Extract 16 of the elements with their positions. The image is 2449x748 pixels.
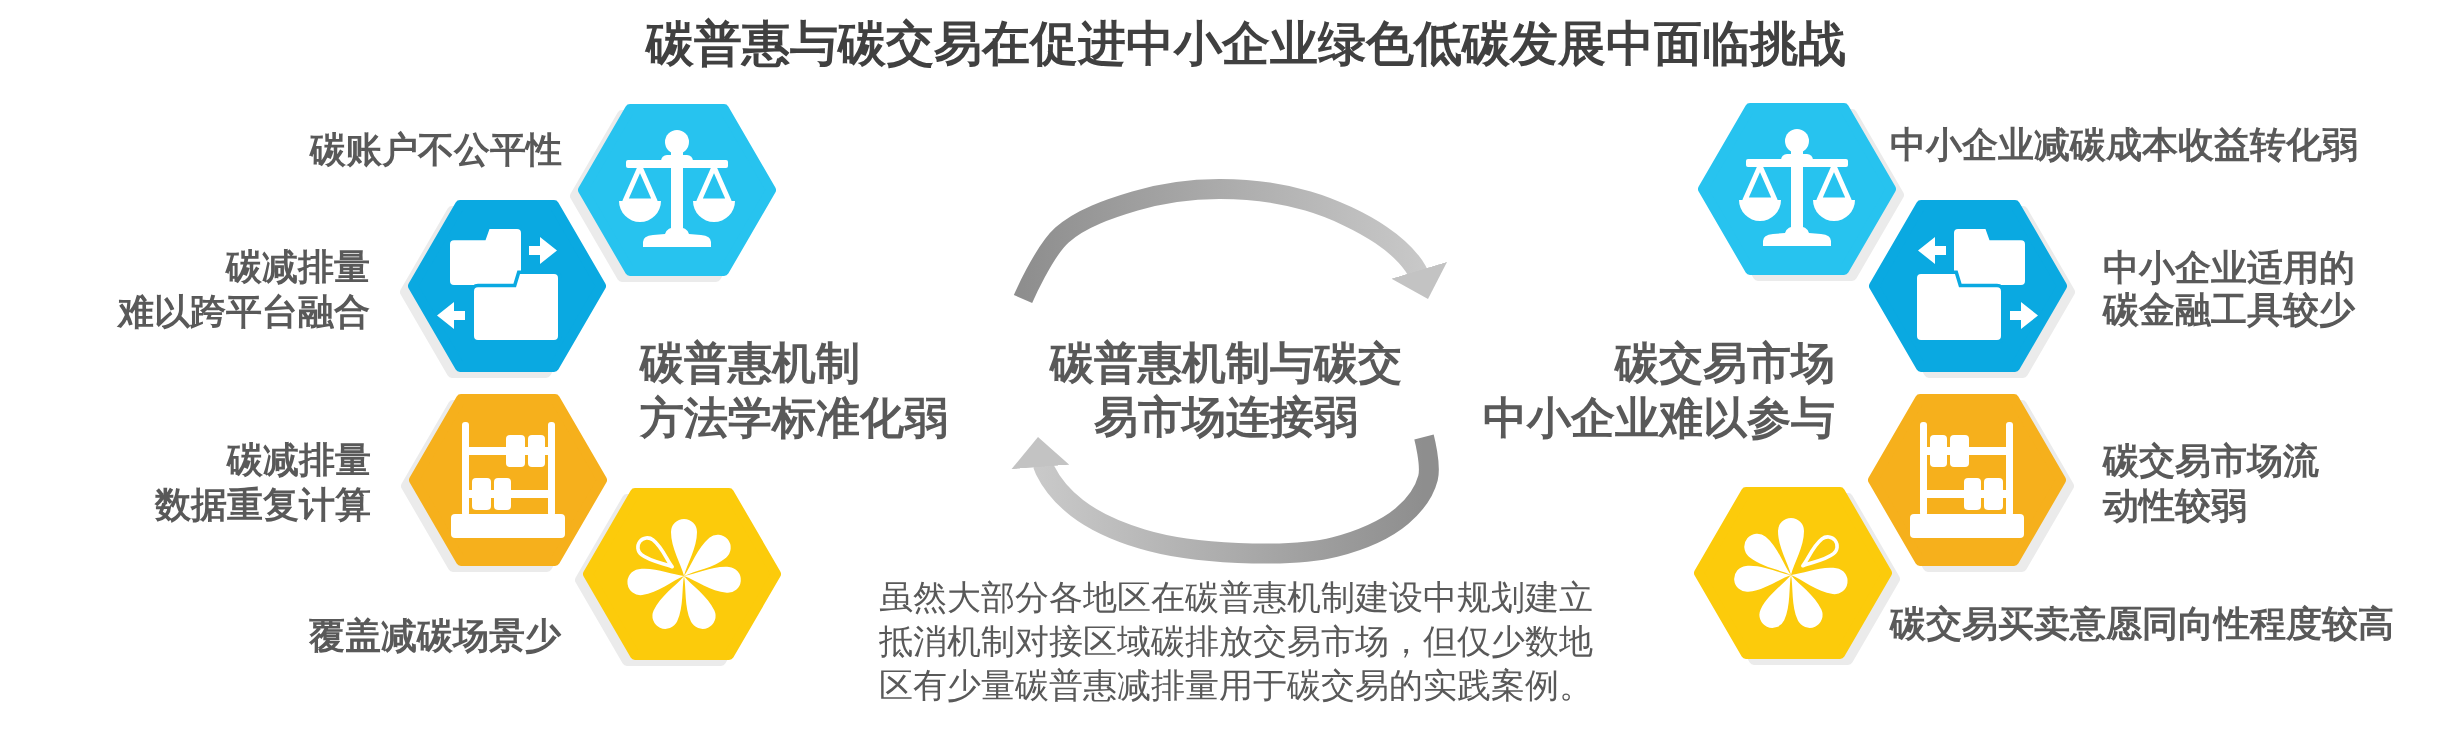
topic-heading: 碳交易市场: [1615, 337, 1835, 389]
topic-heading: 碳普惠机制: [640, 337, 860, 389]
challenge-text: 碳交易市场流动性较弱: [2103, 439, 2319, 528]
challenge-text: 碳交易买卖意愿同向性程度较高: [1890, 602, 2394, 646]
challenge-text: 碳减排量难以跨平台融合: [118, 245, 370, 334]
issue-text: 中小企业难以参与: [1483, 392, 1835, 444]
center-statement: 碳普惠机制与碳交易市场连接弱: [1048, 337, 1403, 443]
issue-text: 方法学标准化弱: [640, 392, 948, 444]
title: 碳普惠与碳交易在促进中小企业绿色低碳发展中面临挑战: [646, 16, 1846, 72]
cycle-arrow: [1013, 179, 1447, 304]
challenge-text: 碳账户不公平性: [310, 128, 562, 172]
challenge-text: 中小企业减碳成本收益转化弱: [1890, 123, 2358, 167]
challenge-text: 中小企业适用的碳金融工具较少: [2103, 247, 2355, 331]
challenge-text: 覆盖减碳场景少: [309, 614, 561, 658]
challenge-text: 碳减排量数据重复计算: [155, 438, 371, 527]
note-paragraph: 虽然大部分各地区在碳普惠机制建设中规划建立抵消机制对接区域碳排放交易市场，但仅少数地区有少量碳普惠减排量用于碳交易的实践案例。: [879, 577, 1594, 706]
